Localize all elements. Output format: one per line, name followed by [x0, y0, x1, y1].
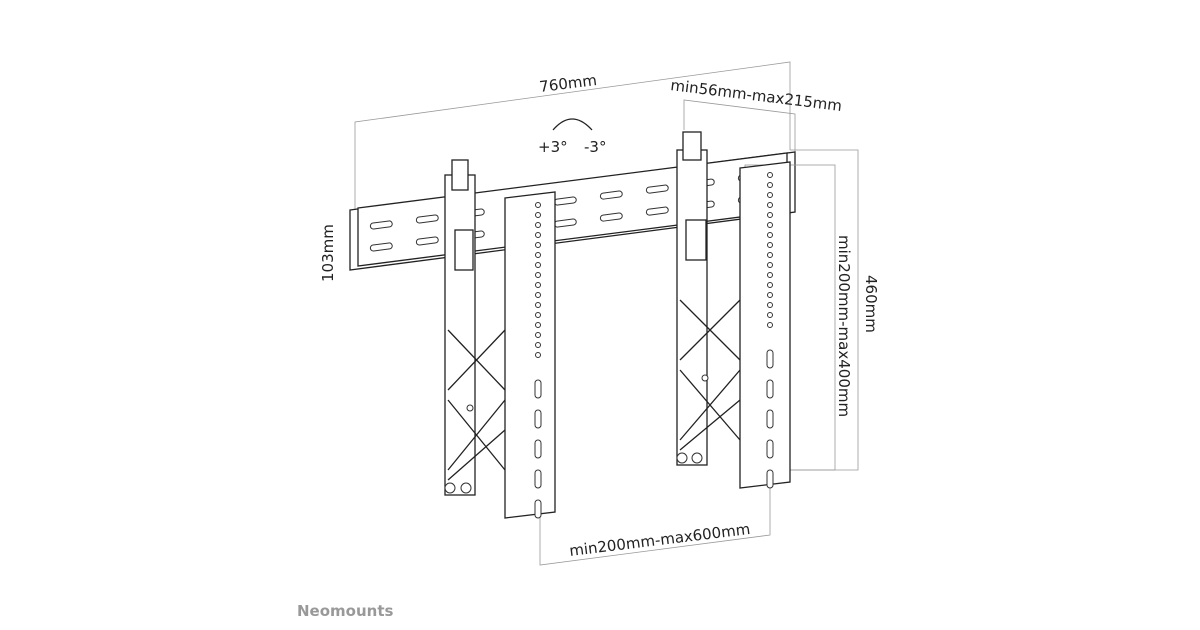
bracket-slot	[766, 379, 774, 399]
bracket-hole	[535, 302, 541, 308]
bracket-slot	[534, 439, 542, 459]
bracket-slot	[534, 469, 542, 489]
bracket-hole	[535, 272, 541, 278]
bracket-hole	[767, 282, 773, 288]
wall-rail	[349, 151, 796, 271]
bracket-slot	[766, 349, 774, 369]
right-scissor-arm	[676, 131, 741, 466]
bracket-slot	[534, 499, 542, 519]
bracket-hole	[535, 202, 541, 208]
bracket-hole	[767, 322, 773, 328]
bracket-hole	[767, 202, 773, 208]
vertical-range-label: min200mm-max400mm	[835, 235, 853, 417]
bracket-hole	[767, 292, 773, 298]
bracket-height-label: 460mm	[862, 275, 880, 333]
bracket-hole	[535, 232, 541, 238]
bracket-hole	[535, 332, 541, 338]
bracket-hole	[767, 172, 773, 178]
bracket-hole	[767, 272, 773, 278]
bracket-hole	[535, 212, 541, 218]
rail-slot	[645, 206, 669, 216]
bracket-slot	[766, 469, 774, 489]
bracket-hole	[767, 182, 773, 188]
left-scissor-arm	[444, 159, 506, 496]
bracket-hole	[535, 242, 541, 248]
bracket-hole	[767, 302, 773, 308]
bracket-hole	[767, 262, 773, 268]
bracket-hole	[535, 352, 541, 358]
bracket-hole	[767, 252, 773, 258]
bracket-hole	[535, 292, 541, 298]
width-label: 760mm	[538, 71, 598, 96]
bracket-slot	[766, 409, 774, 429]
right-vertical-bracket	[739, 161, 791, 489]
rail-slot	[369, 220, 393, 230]
bracket-hole	[535, 222, 541, 228]
rail-slot	[415, 236, 439, 246]
bracket-hole	[535, 342, 541, 348]
rail-slot	[645, 184, 669, 194]
rail-slot	[415, 214, 439, 224]
tilt-arc-icon	[552, 118, 593, 131]
bracket-hole	[535, 322, 541, 328]
bracket-hole	[535, 262, 541, 268]
bracket-hole	[767, 192, 773, 198]
tilt-minus-label: -3°	[584, 138, 606, 156]
brand-logo: Neomounts	[297, 602, 394, 620]
rail-slot	[599, 190, 623, 200]
bracket-hole	[767, 242, 773, 248]
bracket-hole	[767, 232, 773, 238]
bracket-hole	[767, 212, 773, 218]
bracket-hole	[535, 312, 541, 318]
bracket-hole	[535, 252, 541, 258]
rail-height-label: 103mm	[319, 224, 337, 282]
rail-slot	[369, 242, 393, 252]
bracket-hole	[535, 282, 541, 288]
bracket-slot	[534, 409, 542, 429]
left-vertical-bracket	[504, 191, 556, 519]
bracket-hole	[767, 312, 773, 318]
bracket-slot	[534, 379, 542, 399]
bracket-slot	[766, 439, 774, 459]
dimension-lines	[349, 61, 859, 566]
horizontal-range-label: min200mm-max600mm	[568, 520, 751, 560]
tilt-plus-label: +3°	[538, 138, 568, 156]
rail-slot	[599, 212, 623, 222]
bracket-hole	[767, 222, 773, 228]
